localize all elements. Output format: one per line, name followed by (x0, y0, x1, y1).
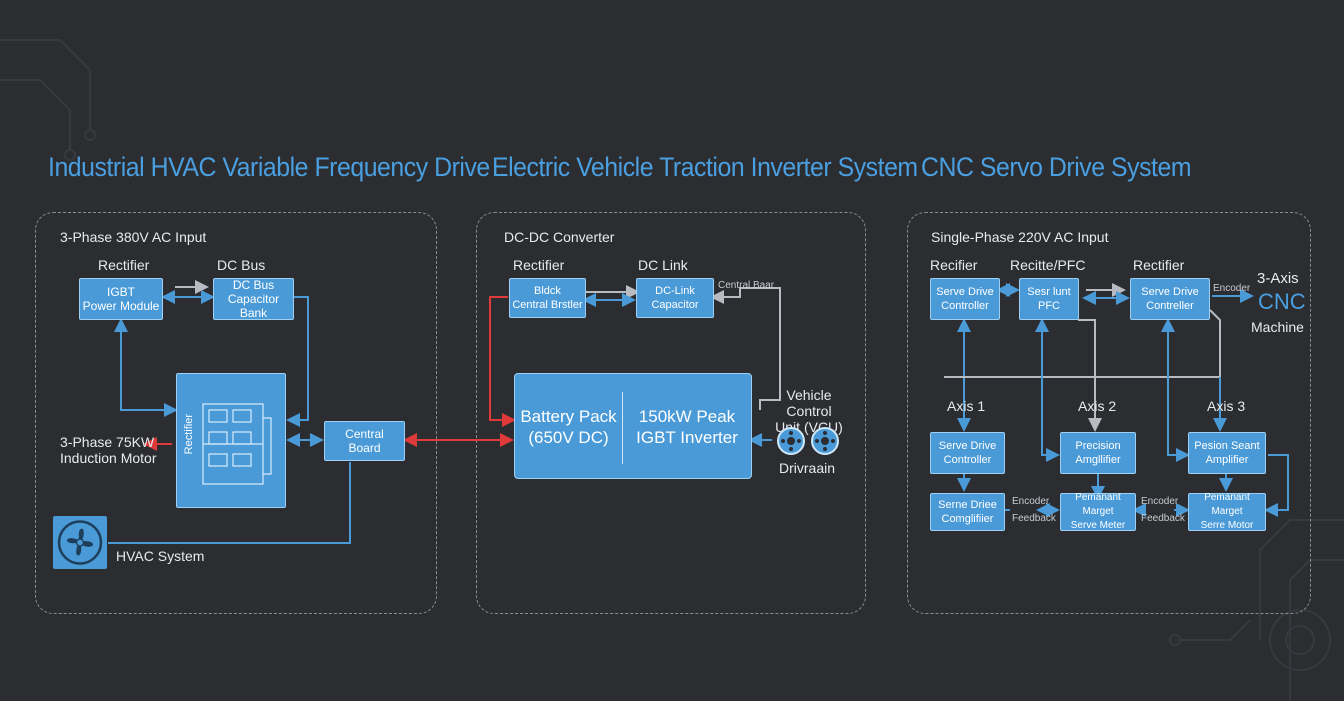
axis3-amplifier-box[interactable]: Pesion Seant Amplifier (1188, 432, 1266, 474)
box-divider (622, 392, 623, 464)
rectifier-module-label: Rectifier (183, 414, 195, 455)
encoder2-label: Encoder (1141, 496, 1179, 507)
wheel-icon (776, 426, 808, 456)
cnc-machine-label-1: 3-Axis (1257, 270, 1299, 287)
axis1-controller-box[interactable]: Serve Drive Controller (930, 432, 1005, 474)
battery-pack-text: Battery Pack (650V DC) (520, 407, 617, 447)
ev-panel (476, 212, 866, 614)
fan-icon (53, 516, 107, 569)
axis1-compensator-box[interactable]: Serne Driee Comglifiier (930, 493, 1005, 531)
vcu-label: Vehicle Control Unit (VCU) (775, 387, 843, 435)
ev-rectifier-label: Rectifier (513, 257, 565, 273)
hvac-title: Industrial HVAC Variable Frequency Drive (48, 152, 490, 182)
encoder-top-label: Encoder (1213, 283, 1251, 294)
rectifier-module-box[interactable]: Rectifier (176, 373, 286, 508)
dclink-label: DC Link (638, 257, 688, 273)
cnc-panel (907, 212, 1311, 614)
igbt-power-module-box[interactable]: IGBT Power Module (79, 278, 163, 320)
dc-link-capacitor-box[interactable]: DC-Link Capacitor (636, 278, 714, 318)
dc-bus-capacitor-box[interactable]: DC Bus Capacitor Bank (213, 278, 294, 320)
cnc-machine-label-3: Machine (1251, 319, 1304, 335)
central-bear-label: Central Baar (718, 280, 775, 291)
hvac-panel (35, 212, 437, 614)
axis3-servo-motor-box[interactable]: Pemanant Marget Serre Motor (1188, 492, 1266, 531)
hvac-input-label: 3-Phase 380V AC Input (60, 229, 207, 245)
encoder1-label: Encoder (1012, 496, 1050, 507)
axis3-label: Axis 3 (1207, 398, 1246, 414)
axis2-label: Axis 2 (1078, 398, 1117, 414)
axis1-label: Axis 1 (947, 398, 986, 414)
ev-title: Electric Vehicle Traction Inverter Syste… (492, 152, 918, 182)
feedback1-label: Feedback (1012, 513, 1056, 524)
igbt-inverter-text: 150kW Peak IGBT Inverter (636, 407, 738, 447)
drivetrain-label: Drivraain (779, 460, 836, 476)
hvac-dcbus-label: DC Bus (217, 257, 266, 273)
central-controller-box[interactable]: Bldck Central Brstler (509, 278, 586, 318)
cnc-title: CNC Servo Drive System (921, 152, 1192, 182)
servo-drive-controller-top-box[interactable]: Serve Drive Controller (930, 278, 1000, 320)
hvac-rectifier-label: Rectifier (98, 257, 150, 273)
pfc-box[interactable]: Sesr lunt PFC (1019, 278, 1079, 320)
hvac-system-label: HVAC System (116, 548, 205, 564)
control-board-box[interactable]: Central Board (324, 421, 405, 461)
induction-motor-label: 3-Phase 75KW Induction Motor (60, 434, 157, 466)
dcdc-converter-label: DC-DC Converter (504, 229, 615, 245)
axis2-amplifier-box[interactable]: Precision Amgllifier (1060, 432, 1136, 474)
battery-inverter-box[interactable]: Battery Pack (650V DC) 150kW Peak IGBT I… (514, 373, 752, 479)
cnc-input-label: Single-Phase 220V AC Input (931, 229, 1109, 245)
cnc-rectifier3-label: Rectifier (1133, 257, 1185, 273)
circuit-schematic-icon (202, 403, 272, 485)
cnc-rectifier2-label: Recitte/PFC (1010, 257, 1086, 273)
cnc-rectifier1-label: Recifier (930, 257, 978, 273)
servo-drive-controller-right-box[interactable]: Serve Drive Contreller (1130, 278, 1210, 320)
wheel-icon (810, 426, 842, 456)
feedback2-label: Feedback (1141, 513, 1185, 524)
cnc-machine-label-2: CNC (1258, 289, 1306, 314)
axis2-servo-motor-box[interactable]: Pemanant Marget Serve Meter (1060, 492, 1136, 531)
